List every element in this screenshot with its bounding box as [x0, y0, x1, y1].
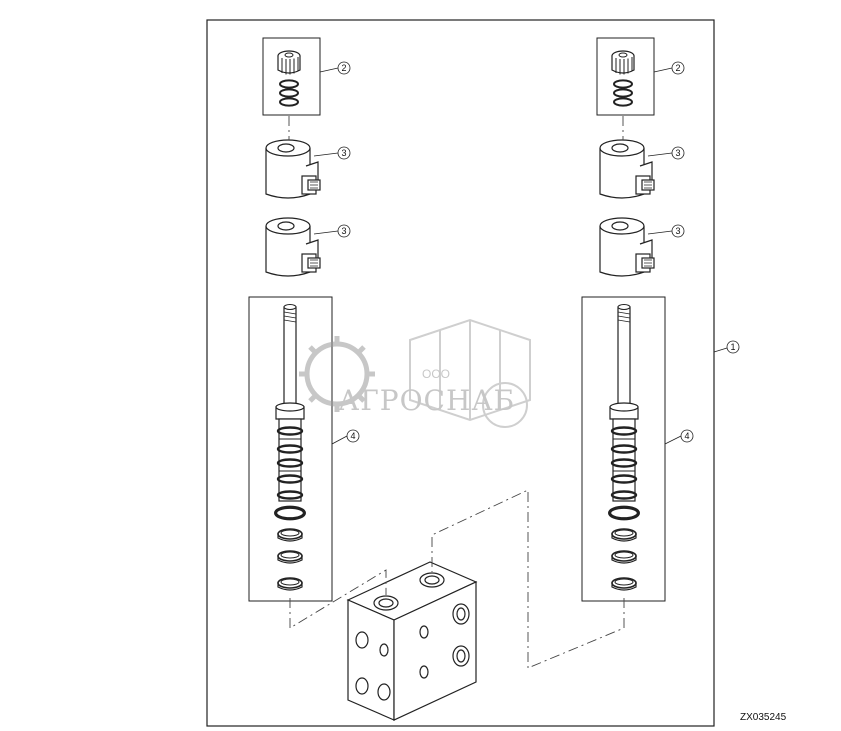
right-seal-2	[611, 550, 637, 564]
left-ring-3	[279, 97, 299, 107]
right-cartridge-box	[581, 296, 666, 602]
gear-icon	[299, 336, 375, 412]
right-ring-1	[613, 79, 633, 89]
left-ring-2	[279, 88, 299, 98]
svg-text:3: 3	[675, 226, 680, 236]
right-cap	[611, 50, 635, 76]
callout-4-left: 4	[346, 429, 360, 443]
svg-text:3: 3	[341, 148, 346, 158]
svg-text:3: 3	[675, 148, 680, 158]
left-cartridge-group	[248, 296, 333, 602]
left-cap	[277, 50, 301, 76]
right-ring-3	[613, 97, 633, 107]
right-seal-oring	[607, 505, 640, 521]
right-cartridge	[608, 303, 640, 503]
callout-3-left-upper: 3	[337, 146, 351, 160]
left-seal-3	[277, 577, 303, 591]
svg-text:4: 4	[684, 431, 689, 441]
callout-1: 1	[726, 340, 740, 354]
right-seal-3	[611, 577, 637, 591]
watermark-logo: ООО АГРОСНАБ	[299, 318, 531, 428]
diagram-border	[206, 19, 715, 727]
right-upper-coil	[599, 139, 655, 199]
callouts	[313, 67, 728, 445]
right-cap-group	[596, 37, 655, 116]
svg-text:2: 2	[341, 63, 346, 73]
watermark-prefix: ООО	[422, 367, 450, 381]
callout-3-right-upper: 3	[671, 146, 685, 160]
svg-text:1: 1	[730, 342, 735, 352]
callout-2-left: 2	[337, 61, 351, 75]
left-seal-oring	[274, 505, 306, 521]
left-ring-1	[279, 79, 299, 89]
right-cartridge-group	[581, 296, 666, 602]
left-seal-2	[277, 550, 303, 564]
left-cap-group	[262, 37, 321, 116]
left-cap-box	[262, 37, 321, 116]
svg-text:4: 4	[350, 431, 355, 441]
svg-text:3: 3	[341, 226, 346, 236]
right-cap-box	[596, 37, 655, 116]
right-ring-2	[613, 88, 633, 98]
left-cartridge	[274, 303, 306, 503]
left-lower-coil	[265, 217, 321, 277]
callout-4-right: 4	[680, 429, 694, 443]
reference-code: ZX035245	[740, 712, 787, 723]
left-cartridge-box	[248, 296, 333, 602]
right-seal-1	[611, 528, 637, 542]
svg-text:2: 2	[675, 63, 680, 73]
left-seal-1	[277, 528, 303, 542]
left-upper-coil	[265, 139, 321, 199]
callout-3-left-lower: 3	[337, 224, 351, 238]
right-lower-coil	[599, 217, 655, 277]
manifold-block	[346, 561, 478, 721]
assembly-lines	[288, 116, 625, 669]
harvester-icon	[409, 318, 531, 428]
callout-3-right-lower: 3	[671, 224, 685, 238]
watermark-company: АГРОСНАБ	[338, 384, 515, 417]
callout-2-right: 2	[671, 61, 685, 75]
